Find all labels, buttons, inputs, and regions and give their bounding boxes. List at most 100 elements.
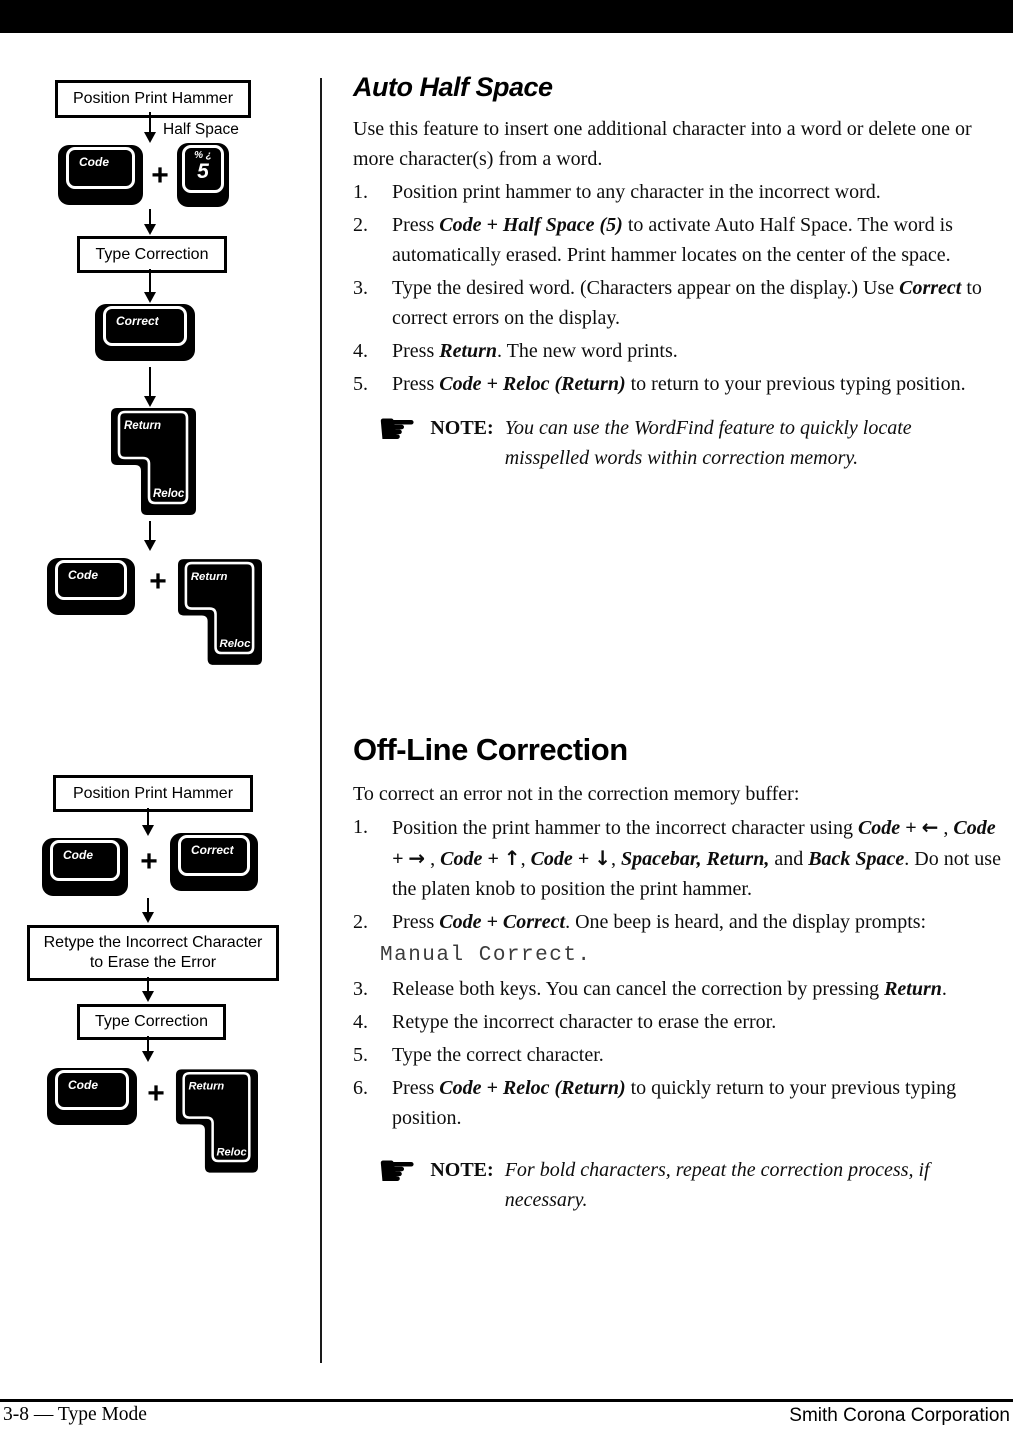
plus-sign: + xyxy=(140,845,158,878)
up-arrow-icon: ↑ xyxy=(503,846,521,870)
note: ☛ NOTE: For bold characters, repeat the … xyxy=(353,1144,1011,1215)
flowchart-box-type-correction: Type Correction xyxy=(77,1004,226,1040)
intro-paragraph: Use this feature to insert one additiona… xyxy=(353,118,972,170)
key-code: Code xyxy=(47,558,135,615)
note-text: You can use the WordFind feature to quic… xyxy=(504,417,912,469)
step-number: 4. xyxy=(353,340,368,362)
step-text: Press Return. The new word prints. xyxy=(392,340,678,362)
step-item: 1. Position print hammer to any characte… xyxy=(353,177,1008,207)
step-number: 3. xyxy=(353,277,368,299)
step-number: 2. xyxy=(353,214,368,236)
keycap: % ¿ 5 xyxy=(182,145,224,194)
pointing-hand-icon: ☛ xyxy=(377,1144,418,1197)
plus-sign: + xyxy=(147,1077,165,1110)
half-space-label: Half Space xyxy=(163,121,239,138)
keycap-label: Code xyxy=(68,1078,98,1092)
box-label: Position Print Hammer xyxy=(72,784,234,802)
box-label: Position Print Hammer xyxy=(72,90,234,108)
key-return-reloc: Return Reloc xyxy=(177,559,262,665)
column-divider xyxy=(320,78,322,1363)
down-arrow-icon xyxy=(142,808,154,836)
keycap-label: Correct xyxy=(191,843,234,857)
keycap-label: 5 xyxy=(197,160,209,183)
footer-page-label: 3-8 — Type Mode xyxy=(3,1404,147,1425)
step-item: 2. Press Code + Half Space (5) to activa… xyxy=(353,210,1008,270)
keycap: Code xyxy=(50,840,120,881)
keycap-label-return: Return xyxy=(191,571,228,583)
section-auto-half-space: Auto Half Space Use this feature to inse… xyxy=(353,72,1008,473)
section-title: Auto Half Space xyxy=(353,72,553,102)
scan-top-bar xyxy=(0,0,1013,33)
note-text: For bold characters, repeat the correcti… xyxy=(504,1159,930,1211)
step-number: 5. xyxy=(353,1044,368,1066)
right-arrow-icon: → xyxy=(408,846,426,870)
pointing-hand-icon: ☛ xyxy=(377,402,418,455)
key-correct: Correct xyxy=(170,833,258,891)
key-code: Code xyxy=(58,145,143,205)
step-text: Type the correct character. xyxy=(392,1044,604,1066)
step-item: 3. Type the desired word. (Characters ap… xyxy=(353,273,1008,333)
step-number: 2. xyxy=(353,911,368,933)
down-arrow-icon xyxy=(144,209,156,235)
keycap: Correct xyxy=(103,306,187,347)
step-number: 5. xyxy=(353,373,368,395)
keycap-label-reloc: Reloc xyxy=(220,638,252,650)
key-code: Code xyxy=(47,1068,137,1125)
keycap: Correct xyxy=(178,835,250,876)
down-arrow-icon xyxy=(144,269,156,303)
manual-correct-prompt: Manual Correct. xyxy=(380,944,592,967)
step-text: Type the desired word. (Characters appea… xyxy=(392,277,982,329)
step-text: Press Code + Correct. One beep is heard,… xyxy=(392,911,927,933)
step-text: Position the print hammer to the incorre… xyxy=(392,815,1001,900)
plus-sign: + xyxy=(151,159,169,192)
step-item: 4. Retype the incorrect character to era… xyxy=(353,1007,1011,1037)
step-item: 3. Release both keys. You can cancel the… xyxy=(353,974,1011,1004)
down-arrow-icon xyxy=(142,1036,154,1062)
step-number: 1. xyxy=(353,816,368,838)
keycap-label: Code xyxy=(79,155,109,169)
intro-paragraph: To correct an error not in the correctio… xyxy=(353,783,800,805)
left-arrow-icon: ← xyxy=(921,815,939,839)
flowchart-box-position-print-hammer: Position Print Hammer xyxy=(55,80,251,118)
step-item: 6. Press Code + Reloc (Return) to quickl… xyxy=(353,1073,1011,1133)
keycap: Code xyxy=(66,147,135,189)
section-title: Off-Line Correction xyxy=(353,732,628,767)
keycap: Code xyxy=(55,560,127,601)
down-arrow-icon xyxy=(142,977,154,1002)
down-arrow-icon xyxy=(144,112,156,143)
keycap-label-reloc: Reloc xyxy=(153,488,185,500)
step-number: 3. xyxy=(353,978,368,1000)
step-item: 1. Position the print hammer to the inco… xyxy=(353,812,1011,904)
step-text: Press Code + Reloc (Return) to return to… xyxy=(392,373,966,395)
keycap-label-reloc: Reloc xyxy=(217,1146,247,1158)
keycap-label: Code xyxy=(63,848,93,862)
box-label: Type Correction xyxy=(95,245,209,263)
key-code: Code xyxy=(42,838,128,896)
box-label: Type Correction xyxy=(95,1013,208,1031)
key-return-reloc: Return Reloc xyxy=(175,1069,258,1173)
down-arrow-icon xyxy=(144,521,156,551)
flowchart-box-position-print-hammer: Position Print Hammer xyxy=(53,775,253,812)
down-arrow-icon xyxy=(142,898,154,923)
footer-rule xyxy=(0,1399,1013,1402)
key-return-reloc: Return Reloc xyxy=(111,408,196,515)
flowchart-box-type-correction: Type Correction xyxy=(77,236,227,273)
box-label-line1: Retype the Incorrect Character xyxy=(43,934,263,952)
key-correct: Correct xyxy=(95,304,195,361)
step-text: Retype the incorrect character to erase … xyxy=(392,1011,777,1033)
step-text: Press Code + Reloc (Return) to quickly r… xyxy=(392,1077,957,1129)
keycap-label: Code xyxy=(68,568,98,582)
plus-sign: + xyxy=(149,565,167,598)
key-half-space-5: % ¿ 5 xyxy=(177,143,229,207)
keycap-label: Correct xyxy=(116,314,159,328)
keycap-label-return: Return xyxy=(189,1081,225,1093)
note-label: NOTE: xyxy=(430,1159,494,1181)
footer-company: Smith Corona Corporation xyxy=(789,1405,1010,1426)
step-item: 2. Press Code + Correct. One beep is hea… xyxy=(353,907,1011,971)
keycap-label-return: Return xyxy=(124,420,161,432)
down-arrow-icon xyxy=(144,367,156,407)
box-label-line2: to Erase the Error xyxy=(89,954,217,971)
step-item: 5. Type the correct character. xyxy=(353,1040,1011,1070)
step-number: 4. xyxy=(353,1011,368,1033)
